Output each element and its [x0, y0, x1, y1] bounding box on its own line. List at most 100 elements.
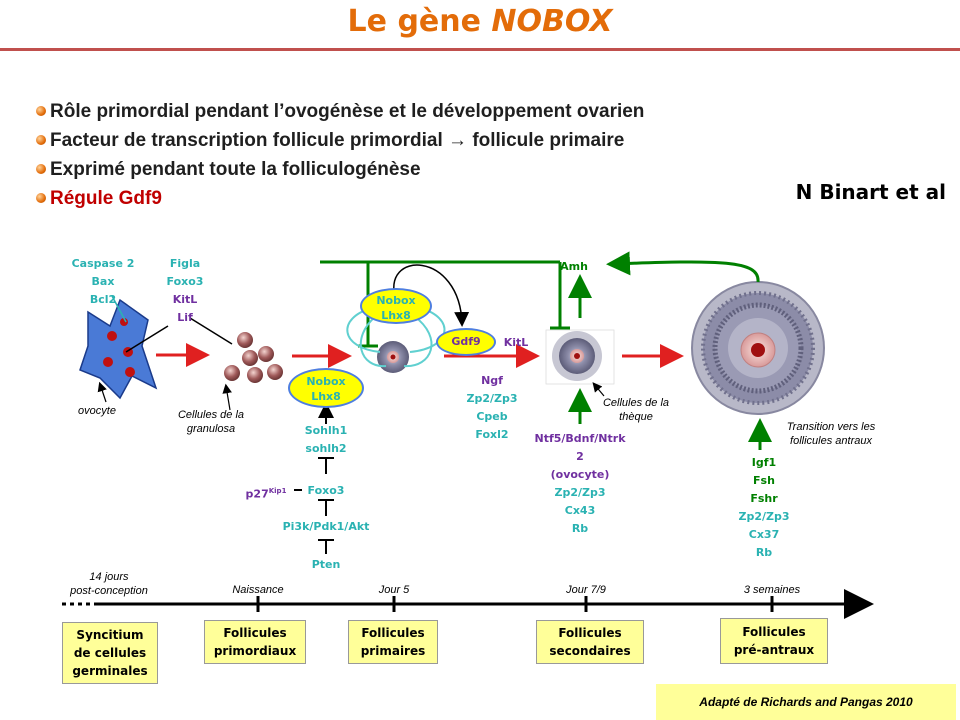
stage-line: germinales	[72, 664, 148, 678]
stage-line: Follicules	[742, 625, 806, 639]
bullet-item: Rôle primordial pendant l’ovogénèse et l…	[36, 97, 644, 126]
gene-label: Sohlh1	[304, 424, 348, 437]
gene-label: Ngf	[481, 374, 503, 387]
stage-line: Syncitium	[76, 628, 144, 642]
gene-label: 2	[576, 450, 584, 463]
gene-label: Foxl2	[475, 428, 509, 441]
nobox-gdf9-arrow	[393, 264, 470, 327]
title-divider	[0, 48, 960, 51]
gene-label: Bax	[91, 275, 115, 288]
bullet-item: Facteur de transcription follicule primo…	[36, 126, 644, 155]
gene-label: Foxo3	[307, 484, 345, 497]
granulosa-cell	[258, 346, 274, 362]
nobox-lhx8-top: Nobox Lhx8	[360, 288, 432, 324]
stage-line: Follicules	[558, 626, 622, 640]
author-credit: N Binart et al	[795, 180, 946, 204]
stage-box-primaires: Follicules primaires	[348, 620, 438, 664]
germ-cell-dot	[107, 331, 117, 341]
syncitium-blob	[79, 298, 158, 400]
stage-box-preantraux: Follicules pré-antraux	[720, 618, 828, 664]
caption-line: Cellules de la	[177, 409, 245, 421]
timeline-mark-label: Naissance	[232, 584, 284, 596]
timeline-mark-label: 3 semaines	[743, 584, 801, 596]
gene-label: Lhx8	[311, 390, 341, 403]
timeline-label-line: post-conception	[70, 585, 148, 597]
germ-cell-dot	[125, 367, 135, 377]
gene-label: Pten	[311, 558, 341, 571]
gene-label: Pi3k/Pdk1/Akt	[282, 520, 370, 533]
amh-label: Amh	[560, 260, 588, 273]
title-prefix: Le gène	[347, 4, 481, 39]
gene-label: sohlh2	[305, 442, 347, 455]
bullet-icon	[36, 106, 46, 116]
caption-line: follicules antraux	[790, 435, 872, 447]
gene-label: Nobox	[306, 375, 346, 388]
caption-line: Cellules de la	[602, 397, 670, 409]
gene-label: Igf1	[751, 456, 777, 469]
bullet-text: Rôle primordial pendant l’ovogénèse et l…	[50, 101, 645, 122]
gene-label: Cx43	[564, 504, 596, 517]
gene-label: Bcl2	[89, 293, 117, 306]
nobox-lhx8-bottom: Nobox Lhx8	[288, 368, 364, 408]
gene-label: p27	[245, 487, 269, 501]
transition-caption: Transition vers les follicules antraux	[766, 420, 896, 448]
figla-genes: Figla Foxo3 KitL Lif	[150, 255, 220, 327]
preantral-genes: Igf1 Fsh Fshr Zp2/Zp3 Cx37 Rb	[724, 454, 804, 562]
stage-line: primaires	[360, 644, 426, 658]
ovocyte-caption: ovocyte	[78, 405, 116, 417]
gene-label: (ovocyte)	[550, 468, 610, 481]
gene-label: Cx37	[748, 528, 780, 541]
amh-signal-arrow	[606, 251, 760, 283]
bullet-text: Exprimé pendant toute la folliculogénèse	[50, 159, 421, 180]
arrow-right-icon: →	[448, 130, 468, 151]
granulosa-caption: Cellules de la granulosa	[164, 408, 258, 436]
theque-caption: Cellules de la thèque	[588, 396, 684, 424]
gene-label: KitL	[172, 293, 198, 306]
sohlh-genes: Sohlh1 sohlh2	[288, 422, 364, 458]
bullet-text: Régule Gdf9	[50, 188, 162, 209]
stage-line: Follicules	[361, 626, 425, 640]
gene-label: Nobox	[376, 294, 416, 307]
germ-cell-dot	[120, 318, 128, 326]
gene-label: Figla	[169, 257, 201, 270]
bullet-icon	[36, 193, 46, 203]
granulosa-cell	[237, 332, 253, 348]
secondary-follicle-genes: Ntf5/Bdnf/Ntrk 2 (ovocyte) Zp2/Zp3 Cx43 …	[520, 430, 640, 538]
bullet-item: Exprimé pendant toute la folliculogénèse	[36, 155, 644, 184]
gene-label: KitL	[503, 336, 529, 349]
caption-line: Transition vers les	[786, 421, 876, 433]
page-title: Le gène NOBOX	[0, 4, 960, 39]
granulosa-cell	[242, 350, 258, 366]
stage-line: de cellules	[73, 646, 147, 660]
gene-superscript: Kip1	[268, 487, 287, 495]
primary-follicle-genes: Ngf Zp2/Zp3 Cpeb Foxl2	[452, 372, 532, 444]
bullet-text: Facteur de transcription follicule primo…	[50, 130, 443, 151]
gene-label: Lhx8	[381, 309, 411, 322]
gene-label: Ntf5/Bdnf/Ntrk	[534, 432, 626, 445]
gene-label: Caspase 2	[71, 257, 135, 270]
source-note: Adapté de Richards and Pangas 2010	[656, 684, 956, 720]
granulosa-cell	[267, 364, 283, 380]
gene-label: Zp2/Zp3	[466, 392, 518, 405]
germ-cell-dot	[103, 357, 113, 367]
gene-label: Rb	[755, 546, 773, 559]
gdf9-oval: Gdf9	[436, 328, 496, 356]
stage-box-primordiaux: Follicules primordiaux	[204, 620, 306, 664]
gene-label: Foxo3	[166, 275, 204, 288]
timeline-mark-label: Jour 5	[378, 584, 410, 596]
stage-box-syncitium: Syncitium de cellules germinales	[62, 622, 158, 684]
stage-line: secondaires	[549, 644, 631, 658]
stage-line: primordiaux	[213, 644, 297, 658]
stage-line: Follicules	[223, 626, 287, 640]
p27-label: p27Kip1	[238, 482, 294, 504]
bullet-list: Rôle primordial pendant l’ovogénèse et l…	[36, 97, 644, 213]
apoptosis-genes: Caspase 2 Bax Bcl2	[60, 255, 146, 309]
stage-line: pré-antraux	[733, 643, 815, 657]
caption-line: granulosa	[186, 423, 236, 435]
bullet-icon	[36, 164, 46, 174]
timeline-mark-label: Jour 7/9	[566, 584, 606, 596]
gene-label: Zp2/Zp3	[738, 510, 790, 523]
gene-label: Cpeb	[476, 410, 508, 423]
stage-box-secondaires: Follicules secondaires	[536, 620, 644, 664]
